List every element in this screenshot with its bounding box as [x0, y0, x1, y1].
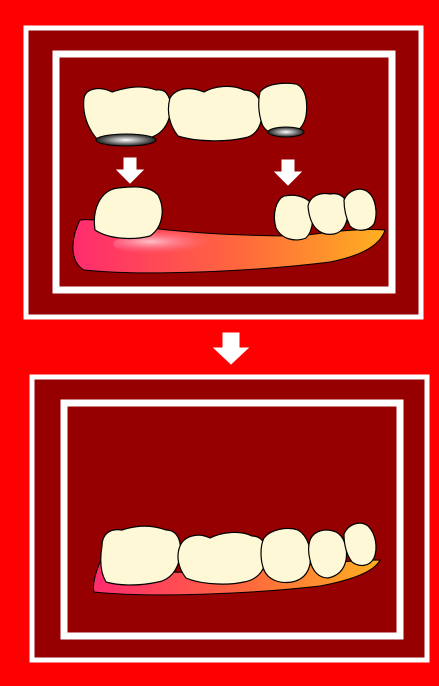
seated-pontic	[178, 532, 266, 584]
panel-after	[32, 377, 427, 660]
cap-hollow-right	[268, 127, 304, 137]
tooth-molar-2	[344, 189, 376, 230]
abutment-right	[274, 195, 312, 240]
seated-crown-left	[101, 526, 181, 585]
abutment-left	[94, 187, 162, 239]
bridge-pontic	[168, 86, 262, 140]
seated-crown-right	[261, 528, 311, 582]
bridge-crown-left	[84, 87, 171, 141]
panel-after-inner-frame	[64, 403, 400, 636]
panel-before	[26, 28, 421, 317]
cap-hollow-left	[96, 134, 156, 146]
tooth-molar-1-after	[309, 530, 347, 578]
